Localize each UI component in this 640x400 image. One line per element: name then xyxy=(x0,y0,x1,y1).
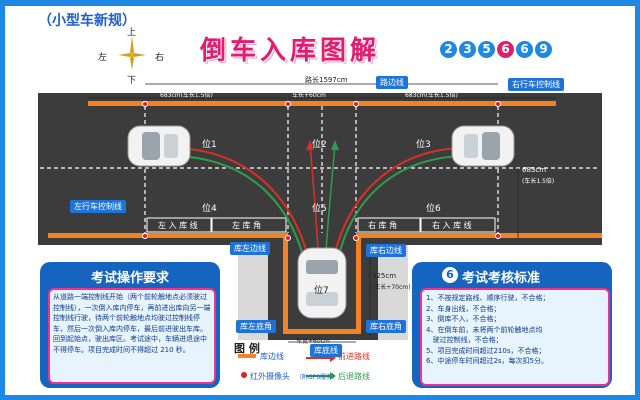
right-length-label: 683cm(车长1.5倍) xyxy=(405,92,458,99)
subtitle: （小型车新规） xyxy=(38,13,136,29)
exam-item-badge: 5 xyxy=(478,41,495,58)
right-bottom-corner-tag: 库右底角 xyxy=(366,320,406,333)
total-length-label: 路长1597cm xyxy=(305,76,348,84)
side-length-label: 683cm xyxy=(522,166,547,174)
position-3-label: 位3 xyxy=(416,140,431,150)
depth-note: (车长+70cm) xyxy=(372,284,411,291)
criteria-item: 3、倒库不入，不合格； xyxy=(426,315,501,323)
position-1-label: 位1 xyxy=(202,140,217,150)
legend-forward-route: 前进路线 xyxy=(338,352,370,361)
compass-left: 左 xyxy=(98,53,108,63)
left-entry-line-label: 左 入 库 线 xyxy=(158,221,198,230)
position-6-label: 位6 xyxy=(426,204,441,214)
legend-title: 图 例 xyxy=(234,342,260,355)
legend-camera-note: （附GPS服务） xyxy=(296,374,339,381)
left-edge-tag: 库左边线 xyxy=(230,242,270,255)
car-left xyxy=(127,125,191,167)
compass-down: 下 xyxy=(127,76,137,86)
page-title: 倒车入库图解 xyxy=(200,36,381,66)
right-edge-tag: 库右边线 xyxy=(366,244,406,257)
bottom-road-edge-line-left xyxy=(48,233,288,238)
car-right xyxy=(451,125,515,167)
exam-item-badge: 2 xyxy=(440,41,457,58)
legend-garage-edge: 库边线 xyxy=(260,352,284,361)
road-edge-tag: 路边线 xyxy=(376,76,408,89)
right-border xyxy=(635,0,640,400)
operation-requirements-panel: 考试操作要求 从道路一端控制线开始（两个前轮触地点必须驶过控制线），一次倒入库内… xyxy=(40,262,220,388)
right-control-line-tag: 右行车控制线 xyxy=(508,78,564,91)
garage-bottom-line xyxy=(283,329,361,334)
car-in-garage xyxy=(297,247,347,319)
criteria-panel-title: 考试考核标准 xyxy=(462,271,541,286)
top-road-edge-line xyxy=(88,101,556,106)
operation-panel-title: 考试操作要求 xyxy=(90,271,169,286)
criteria-item: 驶过控制线，不合格； xyxy=(426,336,503,344)
exam-item-badge: 3 xyxy=(459,41,476,58)
camera-legend-icon xyxy=(241,372,247,378)
left-border xyxy=(0,0,5,400)
right-corner-label: 右 库 角 xyxy=(368,221,398,230)
bottom-road-edge-line-right xyxy=(356,233,602,238)
infrared-camera-markers xyxy=(142,101,501,241)
side-length-note: (车长1.5倍) xyxy=(522,178,555,185)
depth-label: 325cm xyxy=(372,272,397,280)
position-5-label: 位5 xyxy=(312,204,327,214)
left-corner-label: 左 库 角 xyxy=(232,221,262,230)
bottom-border xyxy=(0,395,640,400)
exam-item-badge: 6 xyxy=(516,41,533,58)
road-surface xyxy=(38,93,602,245)
left-length-label: 683cm(车长1.5倍) xyxy=(160,92,213,99)
legend-reverse-route: 后退路线 xyxy=(338,372,370,381)
criteria-item: 4、在倒车前，未将两个前轮触地点均 xyxy=(426,325,543,334)
right-entry-line-label: 右 入 库 线 xyxy=(432,221,472,230)
position-2-label: 位2 xyxy=(312,140,327,150)
criteria-item: 1、不按规定路线、顺序行驶，不合格； xyxy=(426,294,550,302)
exam-item-badge-active: 6 xyxy=(497,41,514,58)
position-7-label: 位7 xyxy=(314,286,329,296)
compass-right: 右 xyxy=(155,53,165,63)
compass-icon xyxy=(112,26,152,80)
criteria-number-badge: 6 xyxy=(442,267,458,283)
compass-up: 上 xyxy=(127,28,137,38)
left-control-line-tag: 左行车控制线 xyxy=(70,200,126,213)
criteria-panel: 6 考试考核标准 1、不按规定路线、顺序行驶，不合格； 2、车身出线，不合格； … xyxy=(412,262,612,388)
bottom-line-tag: 库底线 xyxy=(310,344,342,357)
mid-length-label: 车长+60cm xyxy=(292,92,326,99)
left-bottom-corner-tag: 库左底角 xyxy=(236,320,276,333)
garage-right-edge-line xyxy=(356,238,361,333)
criteria-item: 6、中途停车时间超过2s，每次扣5分。 xyxy=(426,357,549,365)
criteria-item: 2、车身出线，不合格； xyxy=(426,304,501,313)
exam-item-badge: 9 xyxy=(535,41,552,58)
position-4-label: 位4 xyxy=(202,204,217,214)
garage-left-edge-line xyxy=(283,238,288,333)
operation-panel-body: 从道路一端控制线开始（两个前轮触地点必须驶过控制线），一次倒入库内停车，再前进出… xyxy=(48,288,216,384)
top-border xyxy=(0,0,640,6)
legend-camera: 红外摄像头 xyxy=(250,372,290,381)
criteria-item: 5、项目完成时间超过210s，不合格； xyxy=(426,346,546,355)
criteria-panel-body: 1、不按规定路线、顺序行驶，不合格； 2、车身出线，不合格； 3、倒库不入，不合… xyxy=(420,288,610,386)
garage-width-label: 车宽+60cm xyxy=(296,338,330,345)
